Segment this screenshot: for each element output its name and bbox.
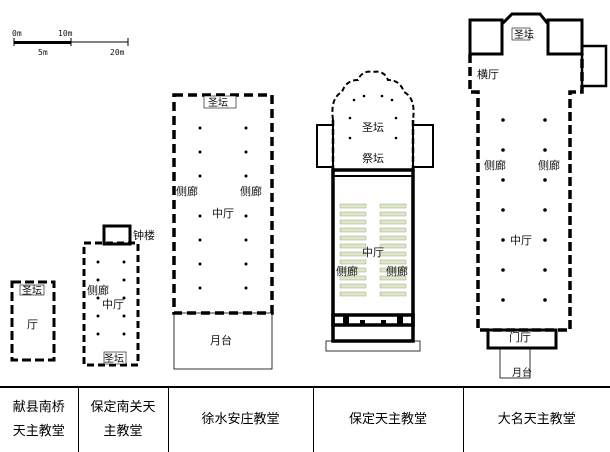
plan4-altar-label: 圣坛: [362, 121, 384, 134]
plan3-nave-label: 中厅: [212, 207, 234, 220]
plan5-gate-hall-label: 门厅: [509, 330, 531, 344]
plan2-aisle-label: 侧廊: [87, 283, 109, 297]
scale-label-0m: 0m: [12, 29, 22, 38]
caption-baoding-nanguan: 保定南关天 主教堂: [78, 386, 169, 452]
plan3-aisle-right-label: 侧廊: [240, 184, 262, 198]
plan-baoding-cathedral: 圣坛 祭坛 中厅 侧廊 侧廊: [316, 70, 434, 352]
plan-daming-cathedral: 圣坛 横厅 侧廊 侧廊 中厅 门厅 月台: [468, 12, 608, 379]
caption-xianxian-line2: 天主教堂: [12, 424, 65, 439]
plan4-sacrifice-altar-label: 祭坛: [362, 152, 384, 165]
plan4-aisle-left-label: 侧廊: [336, 264, 358, 278]
scale-label-5m: 5m: [38, 48, 48, 57]
plan5-platform-label: 月台: [512, 366, 532, 379]
plan-baoding-nanguan: 钟楼 侧廊 中厅 圣坛: [82, 224, 155, 367]
plan3-platform-label: 月台: [210, 333, 232, 347]
plan5-transept-label: 横厅: [477, 67, 499, 81]
plan1-hall-label: 厅: [27, 318, 38, 331]
caption-baoding: 保定天主教堂: [313, 386, 464, 452]
caption-baoding-nanguan-line1: 保定南关天: [90, 400, 156, 415]
plan3-aisle-left-label: 侧廊: [176, 184, 198, 198]
scale-label-20m: 20m: [110, 48, 125, 57]
plan2-nave-label: 中厅: [102, 298, 124, 311]
caption-xushui: 徐水安庄教堂: [168, 386, 314, 452]
church-plans-diagram: 0m 10m 5m 20m 圣坛 厅 钟楼 侧廊 中厅 圣坛: [10, 12, 608, 379]
plan5-aisle-left-label: 侧廊: [484, 158, 506, 172]
plan2-altar-label: 圣坛: [104, 353, 124, 365]
plan3-altar-label: 圣坛: [208, 97, 228, 109]
plan-xushui-anzhuang: 圣坛 侧廊 侧廊 中厅 月台: [172, 93, 274, 370]
caption-xianxian-line1: 献县南桥: [12, 400, 65, 415]
plan5-altar-label: 圣坛: [514, 29, 534, 41]
plan4-nave-label: 中厅: [362, 246, 384, 259]
plan-xianxian-nanqiao: 圣坛 厅: [10, 280, 56, 362]
scale-label-10m: 10m: [58, 29, 73, 38]
caption-table: 献县南桥 天主教堂 保定南关天 主教堂 徐水安庄教堂 保定天主教堂 大名天主教堂: [0, 386, 610, 452]
plan2-bell-tower-label: 钟楼: [133, 228, 155, 242]
plan4-aisle-right-label: 侧廊: [386, 264, 408, 278]
scale-bar: 0m 10m 5m 20m: [12, 29, 129, 57]
caption-daming: 大名天主教堂: [463, 386, 610, 452]
caption-xianxian: 献县南桥 天主教堂: [0, 386, 79, 452]
caption-daming-line1: 大名天主教堂: [497, 412, 576, 427]
caption-baoding-line1: 保定天主教堂: [348, 412, 427, 427]
plan1-altar-label: 圣坛: [22, 285, 42, 297]
caption-baoding-nanguan-line2: 主教堂: [103, 424, 143, 439]
caption-xushui-line1: 徐水安庄教堂: [201, 412, 280, 427]
plan5-aisle-right-label: 侧廊: [538, 158, 560, 172]
plan5-nave-label: 中厅: [510, 234, 532, 247]
